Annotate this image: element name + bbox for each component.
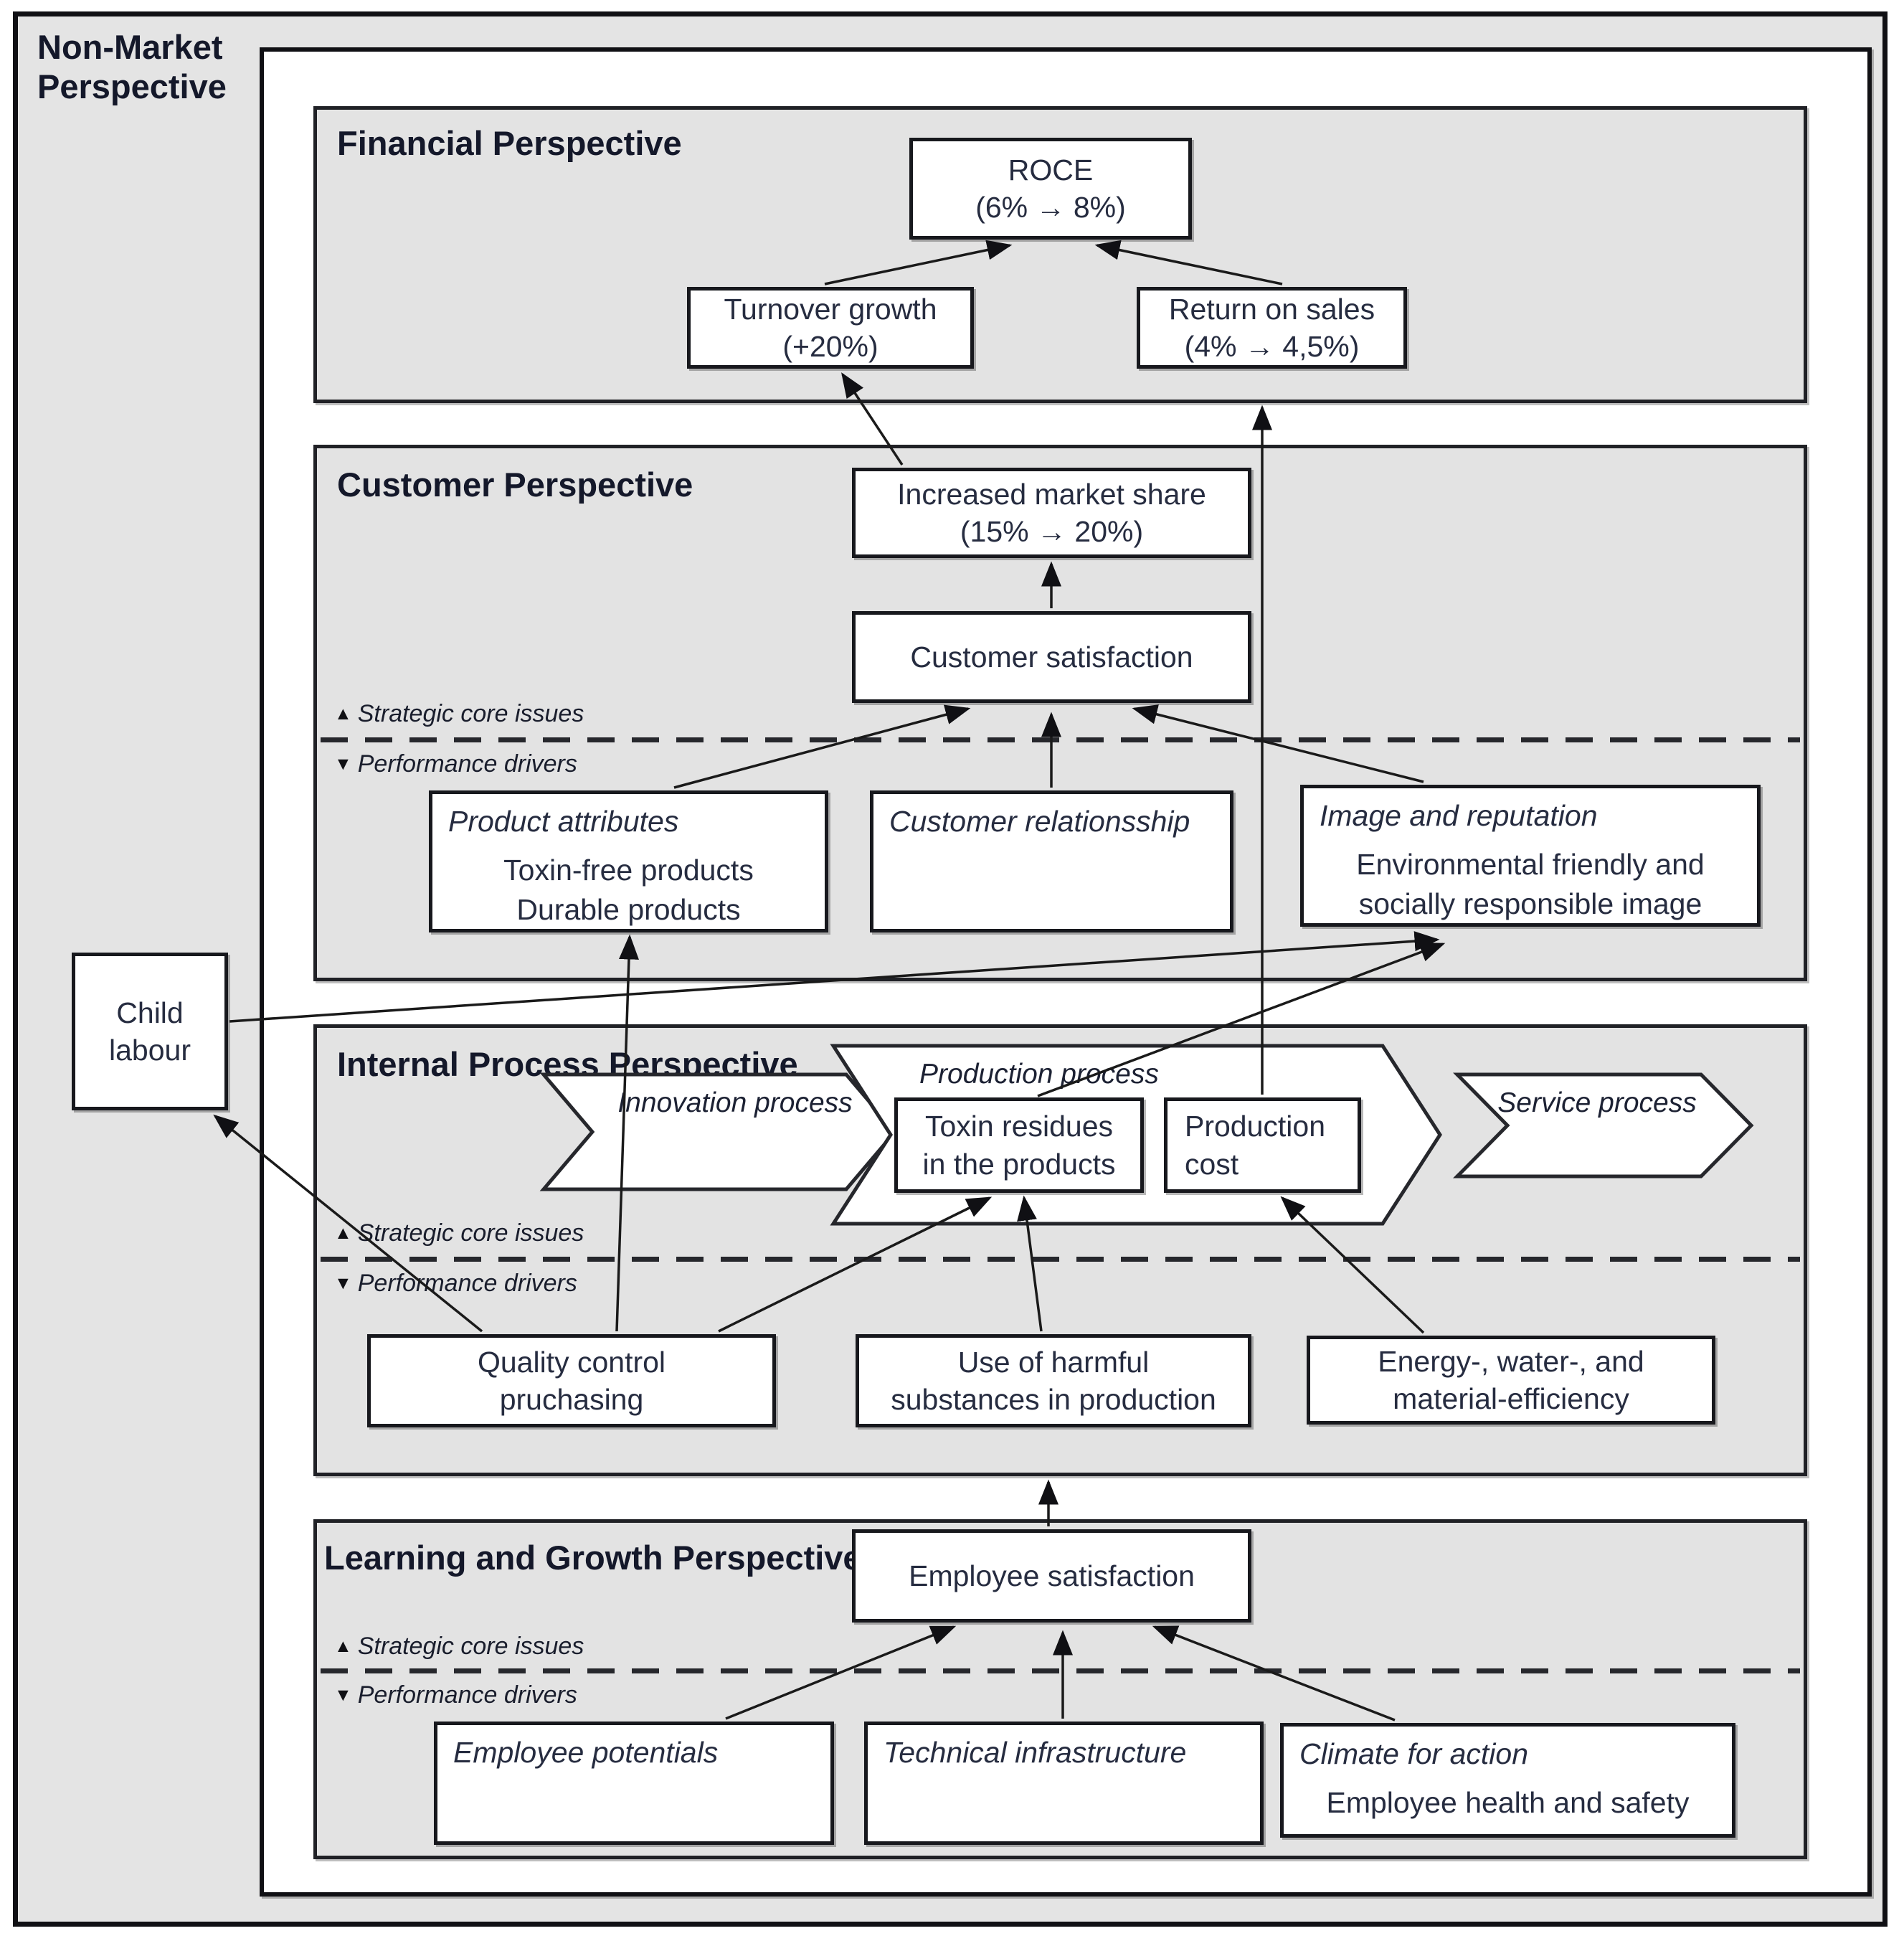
node-production-cost: Production cost bbox=[1164, 1097, 1361, 1193]
node-text: Customer satisfaction bbox=[910, 640, 1193, 674]
performance-drivers-text: Performance drivers bbox=[357, 1681, 577, 1709]
node-image-and-reputation: Image and reputation Environmental frien… bbox=[1300, 785, 1761, 927]
node-child-labour: Child labour bbox=[72, 953, 228, 1110]
learning-performance-drivers-label: ▼ Performance drivers bbox=[334, 1681, 577, 1709]
node-text: Production bbox=[1185, 1110, 1326, 1143]
internal-performance-drivers-label: ▼ Performance drivers bbox=[334, 1270, 577, 1298]
node-text: Increased market share bbox=[897, 477, 1206, 511]
node-increased-market-share: Increased market share (15% → 20%) bbox=[852, 468, 1251, 558]
node-text: cost bbox=[1185, 1147, 1239, 1181]
node-text: pruchasing bbox=[499, 1383, 644, 1416]
node-title: Image and reputation bbox=[1320, 799, 1598, 832]
node-title: Employee potentials bbox=[453, 1736, 719, 1769]
node-text: in the products bbox=[922, 1147, 1116, 1181]
node-quality-control-purchasing: Quality control pruchasing bbox=[367, 1334, 776, 1427]
customer-perspective-title: Customer Perspective bbox=[337, 466, 693, 504]
node-title: Product attributes bbox=[448, 805, 679, 838]
node-text: Quality control bbox=[477, 1345, 666, 1379]
node-text: material-efficiency bbox=[1393, 1382, 1629, 1415]
down-triangle-icon: ▼ bbox=[334, 1685, 352, 1705]
learning-dashed-divider bbox=[321, 1668, 1800, 1673]
learning-strategic-core-issues-label: ▲ Strategic core issues bbox=[334, 1633, 584, 1661]
node-title: Technical infrastructure bbox=[884, 1736, 1187, 1769]
node-text: substances in production bbox=[891, 1383, 1216, 1416]
node-text: Toxin residues bbox=[924, 1110, 1114, 1143]
down-triangle-icon: ▼ bbox=[334, 1273, 352, 1293]
service-process-label: Service process bbox=[1497, 1087, 1697, 1118]
customer-dashed-divider bbox=[321, 737, 1800, 742]
node-text: Toxin-free products bbox=[503, 854, 754, 887]
customer-performance-drivers-label: ▼ Performance drivers bbox=[334, 750, 577, 778]
production-process-label: Production process bbox=[919, 1059, 1159, 1090]
node-roce: ROCE (6% → 8%) bbox=[909, 138, 1192, 240]
node-use-of-harmful-substances: Use of harmful substances in production bbox=[856, 1334, 1251, 1427]
node-title: Climate for action bbox=[1299, 1737, 1529, 1770]
node-employee-satisfaction: Employee satisfaction bbox=[852, 1529, 1251, 1623]
up-triangle-icon: ▲ bbox=[334, 1223, 352, 1243]
node-text: Environmental friendly and bbox=[1356, 848, 1705, 882]
strategic-core-issues-text: Strategic core issues bbox=[357, 700, 584, 727]
node-text: Employee health and safety bbox=[1326, 1786, 1690, 1820]
non-market-perspective-label: Non-Market Perspective bbox=[37, 28, 227, 106]
learning-growth-perspective-title: Learning and Growth Perspective bbox=[324, 1539, 862, 1577]
node-text: Employee satisfaction bbox=[909, 1559, 1195, 1592]
node-return-on-sales: Return on sales (4% → 4,5%) bbox=[1137, 287, 1407, 369]
financial-perspective-title: Financial Perspective bbox=[337, 124, 682, 162]
node-text: (15% → 20%) bbox=[960, 515, 1144, 548]
node-text: ROCE bbox=[1008, 153, 1094, 186]
node-text: Return on sales bbox=[1168, 292, 1375, 326]
node-text: Durable products bbox=[516, 892, 741, 926]
node-technical-infrastructure: Technical infrastructure bbox=[864, 1722, 1264, 1845]
node-product-attributes: Product attributes Toxin-free products D… bbox=[429, 790, 828, 932]
node-text: (4% → 4,5%) bbox=[1184, 330, 1360, 363]
node-employee-potentials: Employee potentials bbox=[434, 1722, 834, 1845]
customer-strategic-core-issues-label: ▲ Strategic core issues bbox=[334, 700, 584, 728]
node-text: labour bbox=[109, 1034, 191, 1067]
node-customer-relationship: Customer relationsship bbox=[870, 790, 1233, 932]
node-energy-water-material-efficiency: Energy-, water-, and material-efficiency bbox=[1307, 1336, 1715, 1425]
strategic-core-issues-text: Strategic core issues bbox=[357, 1633, 584, 1660]
strategic-core-issues-text: Strategic core issues bbox=[357, 1219, 584, 1247]
internal-process-perspective-title: Internal Process Perspective bbox=[337, 1045, 798, 1083]
up-triangle-icon: ▲ bbox=[334, 704, 352, 724]
node-climate-for-action: Climate for action Employee health and s… bbox=[1280, 1723, 1735, 1838]
node-title: Customer relationsship bbox=[889, 805, 1190, 838]
node-text: socially responsible image bbox=[1358, 887, 1702, 920]
node-text: Turnover growth bbox=[724, 292, 937, 326]
internal-strategic-core-issues-label: ▲ Strategic core issues bbox=[334, 1219, 584, 1247]
node-turnover-growth: Turnover growth (+20%) bbox=[687, 287, 974, 369]
internal-dashed-divider bbox=[321, 1257, 1800, 1262]
performance-drivers-text: Performance drivers bbox=[357, 750, 577, 778]
up-triangle-icon: ▲ bbox=[334, 1636, 352, 1656]
node-text: Use of harmful bbox=[957, 1345, 1150, 1379]
node-customer-satisfaction: Customer satisfaction bbox=[852, 611, 1251, 703]
node-text: (6% → 8%) bbox=[975, 191, 1126, 224]
node-text: Energy-, water-, and bbox=[1378, 1344, 1644, 1378]
node-text: Child bbox=[116, 996, 184, 1029]
down-triangle-icon: ▼ bbox=[334, 754, 352, 774]
node-toxin-residues: Toxin residues in the products bbox=[894, 1097, 1144, 1193]
innovation-process-label: Innovation process bbox=[617, 1087, 853, 1118]
node-text: (+20%) bbox=[782, 330, 878, 363]
performance-drivers-text: Performance drivers bbox=[357, 1270, 577, 1297]
